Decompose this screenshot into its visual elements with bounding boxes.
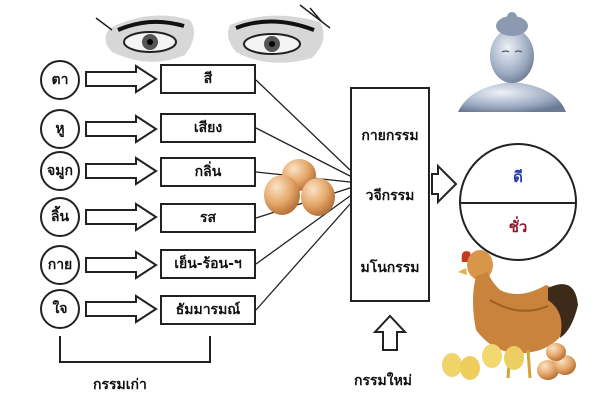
karma-box: กายกรรม วจีกรรม มโนกรรม: [350, 87, 430, 302]
sense-object-smell: กลิ่น: [160, 157, 256, 187]
sense-door-mind: ใจ: [40, 289, 80, 329]
sense-object-touch: เย็น-ร้อน-ฯ: [160, 249, 256, 279]
door-object-arrows: [85, 64, 158, 324]
result-bad: ชั่ว: [508, 218, 528, 236]
sense-object-sound: เสียง: [160, 113, 256, 143]
sense-object-mind-object: ธัมมารมณ์: [160, 295, 256, 325]
eyes-image: [95, 4, 331, 63]
bodily-karma: กายกรรม: [361, 128, 419, 144]
hen-image: [442, 250, 578, 380]
sense-object-taste: รส: [160, 203, 256, 233]
verbal-karma: วจีกรรม: [365, 188, 415, 204]
new-karma-arrow: [372, 314, 408, 351]
new-karma-caption: กรรมใหม่: [354, 373, 413, 389]
old-karma-bracket: [59, 336, 211, 363]
result-good: ดี: [513, 168, 523, 186]
sense-door-body: กาย: [40, 245, 80, 285]
buddha-image: [458, 12, 566, 112]
converging-lines: [255, 79, 351, 311]
eggs-image: [264, 159, 335, 216]
sense-door-ear: หู: [40, 109, 80, 149]
result-divider: [461, 202, 575, 204]
result-circle: ดี ชั่ว: [459, 143, 577, 261]
sense-door-nose: จมูก: [40, 151, 80, 191]
old-karma-caption: กรรมเก่า: [93, 377, 147, 393]
karma-result-arrow: [431, 163, 458, 205]
mental-karma: มโนกรรม: [360, 260, 420, 276]
sense-object-color: สี: [160, 64, 256, 94]
sense-door-tongue: ลิ้น: [40, 197, 80, 237]
sense-door-eye: ตา: [40, 60, 80, 100]
